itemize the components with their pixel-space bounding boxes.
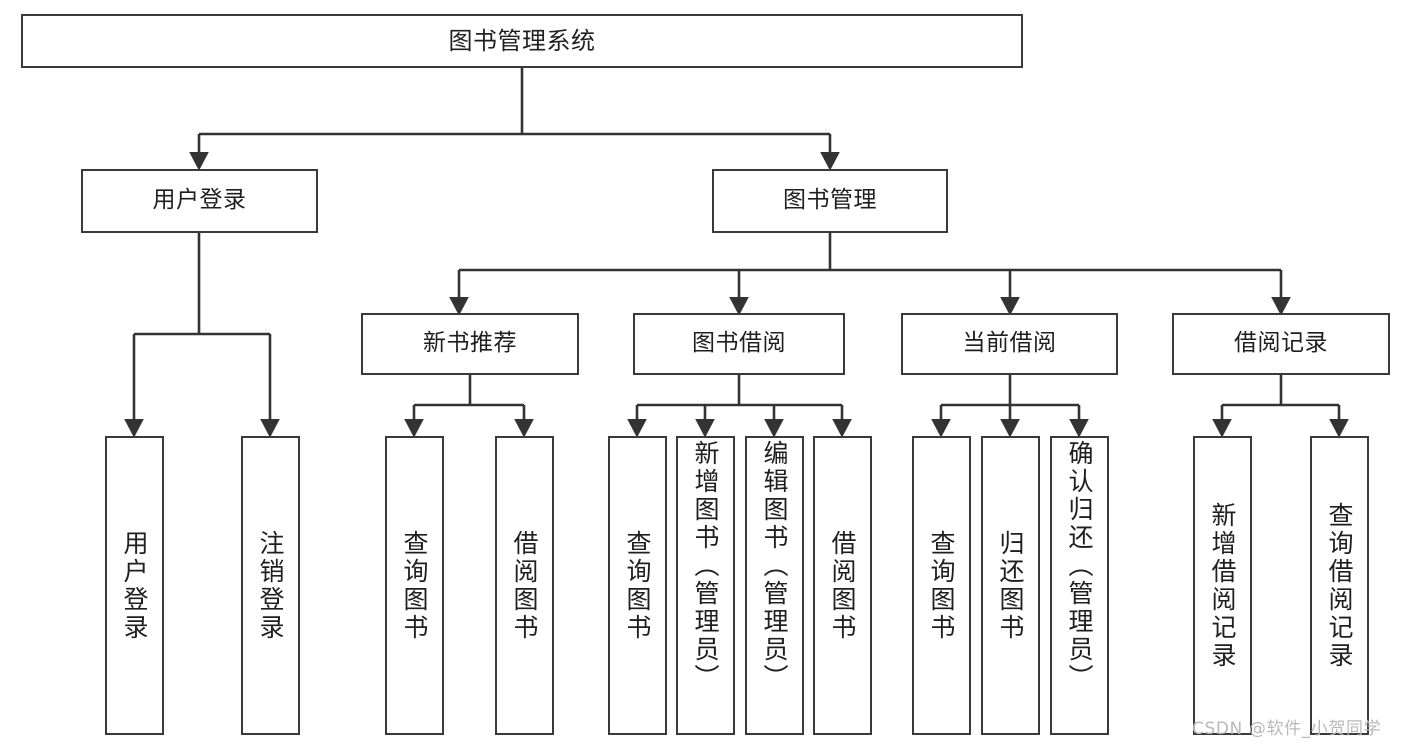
- node-user-login[interactable]: 用户登录: [81, 169, 318, 233]
- node-borrow-record[interactable]: 借阅记录: [1172, 313, 1390, 375]
- node-label: 注销登录: [256, 529, 285, 642]
- leaf-book-borrow-query-book[interactable]: 查询图书: [608, 436, 667, 735]
- leaf-borrow-record-query-record[interactable]: 查询借阅记录: [1310, 436, 1369, 735]
- node-label: 新增借阅记录: [1208, 501, 1237, 670]
- node-book-borrow[interactable]: 图书借阅: [633, 313, 845, 375]
- leaf-book-borrow-edit-book-admin[interactable]: 编辑图书（管理员）: [745, 436, 804, 735]
- leaf-current-borrow-query-book[interactable]: 查询图书: [912, 436, 971, 735]
- node-label: 借阅图书: [510, 529, 539, 642]
- node-label: 查询图书: [623, 529, 652, 642]
- node-label: 编辑图书（管理员）: [760, 440, 789, 692]
- node-label: 新增图书（管理员）: [691, 440, 720, 692]
- node-label: 查询借阅记录: [1325, 501, 1354, 670]
- node-label: 借阅记录: [1234, 330, 1328, 357]
- node-root-book-management-system[interactable]: 图书管理系统: [21, 14, 1023, 68]
- node-label: 归还图书: [996, 529, 1025, 642]
- node-label: 图书管理: [783, 187, 877, 214]
- node-label: 借阅图书: [828, 529, 857, 642]
- node-label: 图书借阅: [692, 330, 786, 357]
- node-label: 确认归还（管理员）: [1065, 440, 1094, 692]
- leaf-user-login-login[interactable]: 用户登录: [105, 436, 164, 735]
- node-book-management[interactable]: 图书管理: [712, 169, 948, 233]
- node-label: 当前借阅: [962, 330, 1057, 357]
- node-label: 图书管理系统: [448, 26, 596, 55]
- node-label: 新书推荐: [423, 330, 517, 357]
- leaf-book-borrow-add-book-admin[interactable]: 新增图书（管理员）: [676, 436, 735, 735]
- leaf-new-book-borrow-book[interactable]: 借阅图书: [495, 436, 554, 735]
- node-label: 用户登录: [120, 529, 149, 642]
- leaf-new-book-query-book[interactable]: 查询图书: [385, 436, 444, 735]
- leaf-book-borrow-borrow-book[interactable]: 借阅图书: [813, 436, 872, 735]
- leaf-borrow-record-add-record[interactable]: 新增借阅记录: [1193, 436, 1252, 735]
- node-label: 查询图书: [927, 529, 956, 642]
- node-label: 查询图书: [400, 529, 429, 642]
- leaf-current-borrow-confirm-return-admin[interactable]: 确认归还（管理员）: [1050, 436, 1109, 735]
- node-label: 用户登录: [152, 187, 247, 214]
- node-current-borrow[interactable]: 当前借阅: [901, 313, 1118, 375]
- leaf-user-login-logout[interactable]: 注销登录: [241, 436, 300, 735]
- node-new-book-recommend[interactable]: 新书推荐: [361, 313, 579, 375]
- leaf-current-borrow-return-book[interactable]: 归还图书: [981, 436, 1040, 735]
